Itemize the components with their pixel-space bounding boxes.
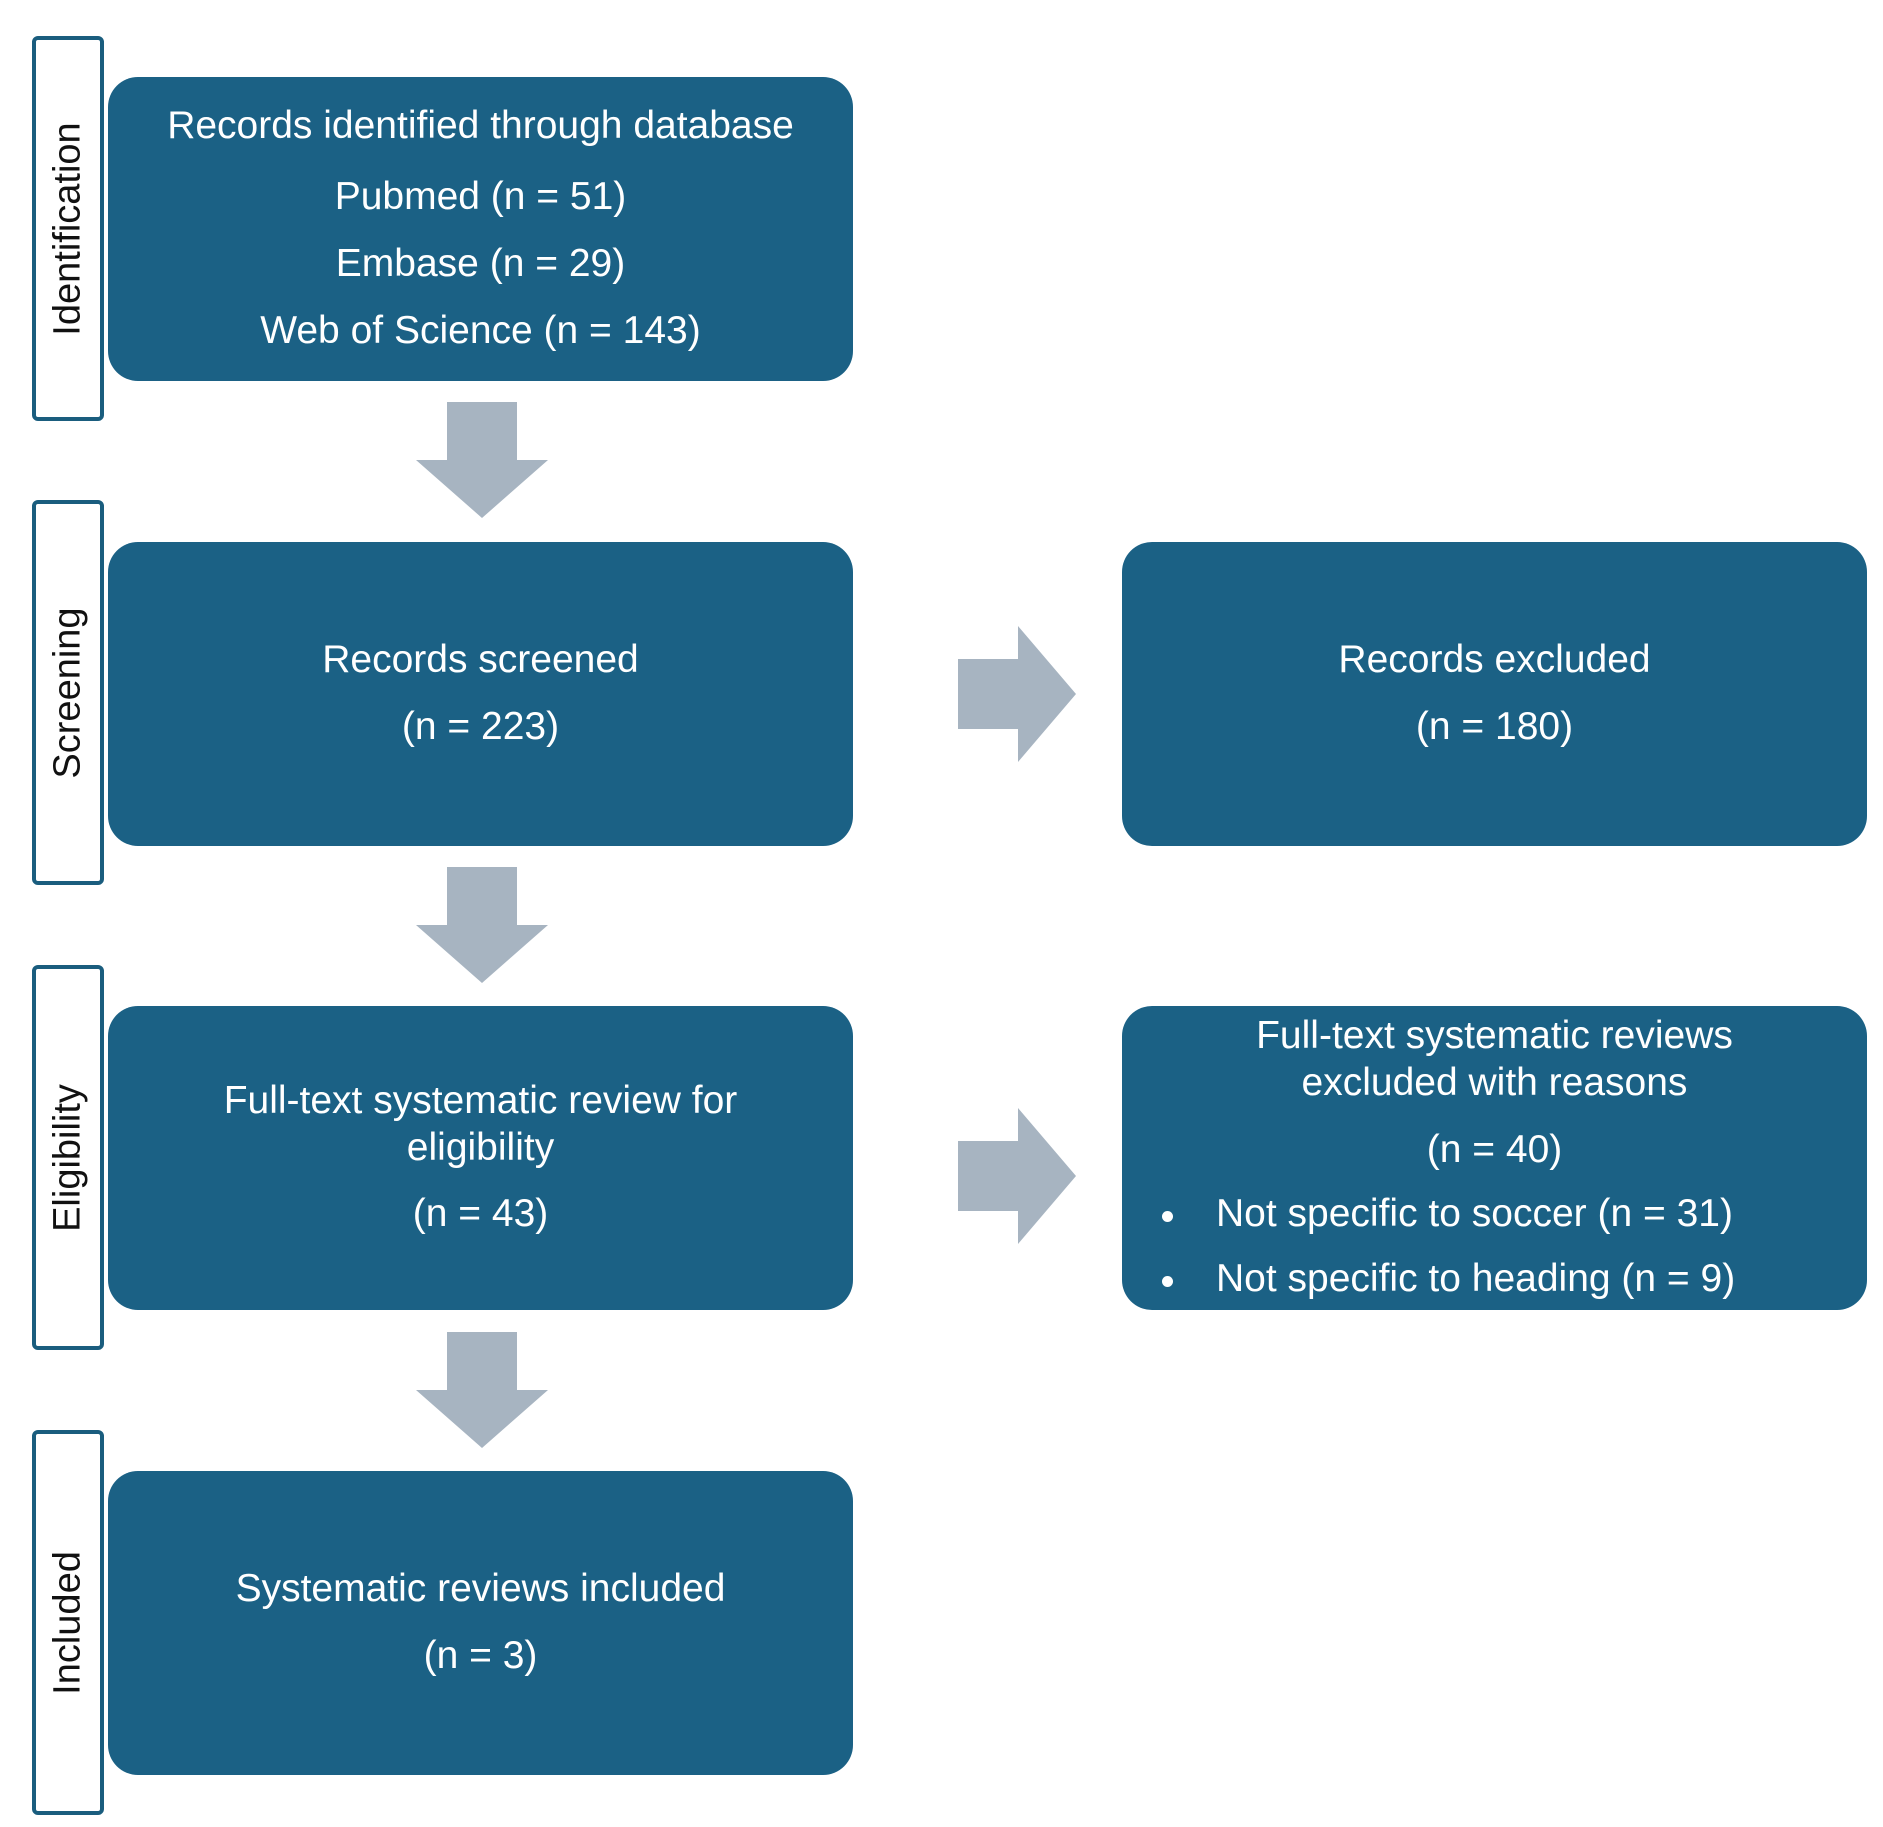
source-web-of-science: Web of Science (n = 143) xyxy=(260,308,701,352)
box-count: (n = 43) xyxy=(412,1192,549,1236)
records-identified-box: Records identified through database Pubm… xyxy=(108,77,853,381)
arrow-shape xyxy=(958,1108,1076,1244)
source-pubmed: Pubmed (n = 51) xyxy=(334,175,627,219)
box-title-line-2: excluded with reasons xyxy=(1301,1060,1688,1104)
right-arrow-icon xyxy=(958,626,1076,762)
exclusion-reasons-list: Not specific to soccer (n = 31) Not spec… xyxy=(1142,1191,1847,1303)
stage-tab-eligibility: Eligibility xyxy=(32,965,104,1350)
stage-label: Identification xyxy=(46,121,89,336)
stage-tab-included: Included xyxy=(32,1430,104,1815)
stage-tab-screening: Screening xyxy=(32,500,104,885)
stage-label: Eligibility xyxy=(46,1083,89,1232)
records-excluded-box: Records excluded (n = 180) xyxy=(1122,542,1867,846)
box-count: (n = 223) xyxy=(401,705,560,748)
box-title: Records identified through database xyxy=(167,104,794,148)
arrow-shape xyxy=(416,402,548,518)
arrow-shape xyxy=(416,1332,548,1448)
records-screened-box: Records screened (n = 223) xyxy=(108,542,853,846)
exclusion-reason-item: Not specific to heading (n = 9) xyxy=(1142,1256,1847,1303)
box-count: (n = 3) xyxy=(423,1634,538,1677)
box-title-line-2: eligibility xyxy=(406,1125,555,1169)
exclusion-reason-item: Not specific to soccer (n = 31) xyxy=(1142,1191,1847,1238)
box-title: Systematic reviews included xyxy=(235,1567,726,1611)
stage-label: Screening xyxy=(46,606,89,779)
arrow-shape xyxy=(958,626,1076,762)
stage-tab-identification: Identification xyxy=(32,36,104,421)
source-embase: Embase (n = 29) xyxy=(335,242,626,285)
fulltext-review-box: Full-text systematic review for eligibil… xyxy=(108,1006,853,1310)
box-title-line-1: Full-text systematic reviews xyxy=(1256,1014,1733,1057)
stage-label: Included xyxy=(46,1550,89,1695)
reviews-included-box: Systematic reviews included (n = 3) xyxy=(108,1471,853,1775)
down-arrow-icon xyxy=(416,1332,548,1448)
down-arrow-icon xyxy=(416,402,548,518)
box-title: Records excluded xyxy=(1338,638,1651,682)
box-count: (n = 40) xyxy=(1426,1127,1563,1171)
right-arrow-icon xyxy=(958,1108,1076,1244)
fulltext-excluded-box: Full-text systematic reviews excluded wi… xyxy=(1122,1006,1867,1310)
box-count: (n = 180) xyxy=(1415,705,1574,748)
arrow-shape xyxy=(416,867,548,983)
down-arrow-icon xyxy=(416,867,548,983)
box-title: Records screened xyxy=(322,638,639,682)
box-title-line-1: Full-text systematic review for xyxy=(223,1078,738,1122)
